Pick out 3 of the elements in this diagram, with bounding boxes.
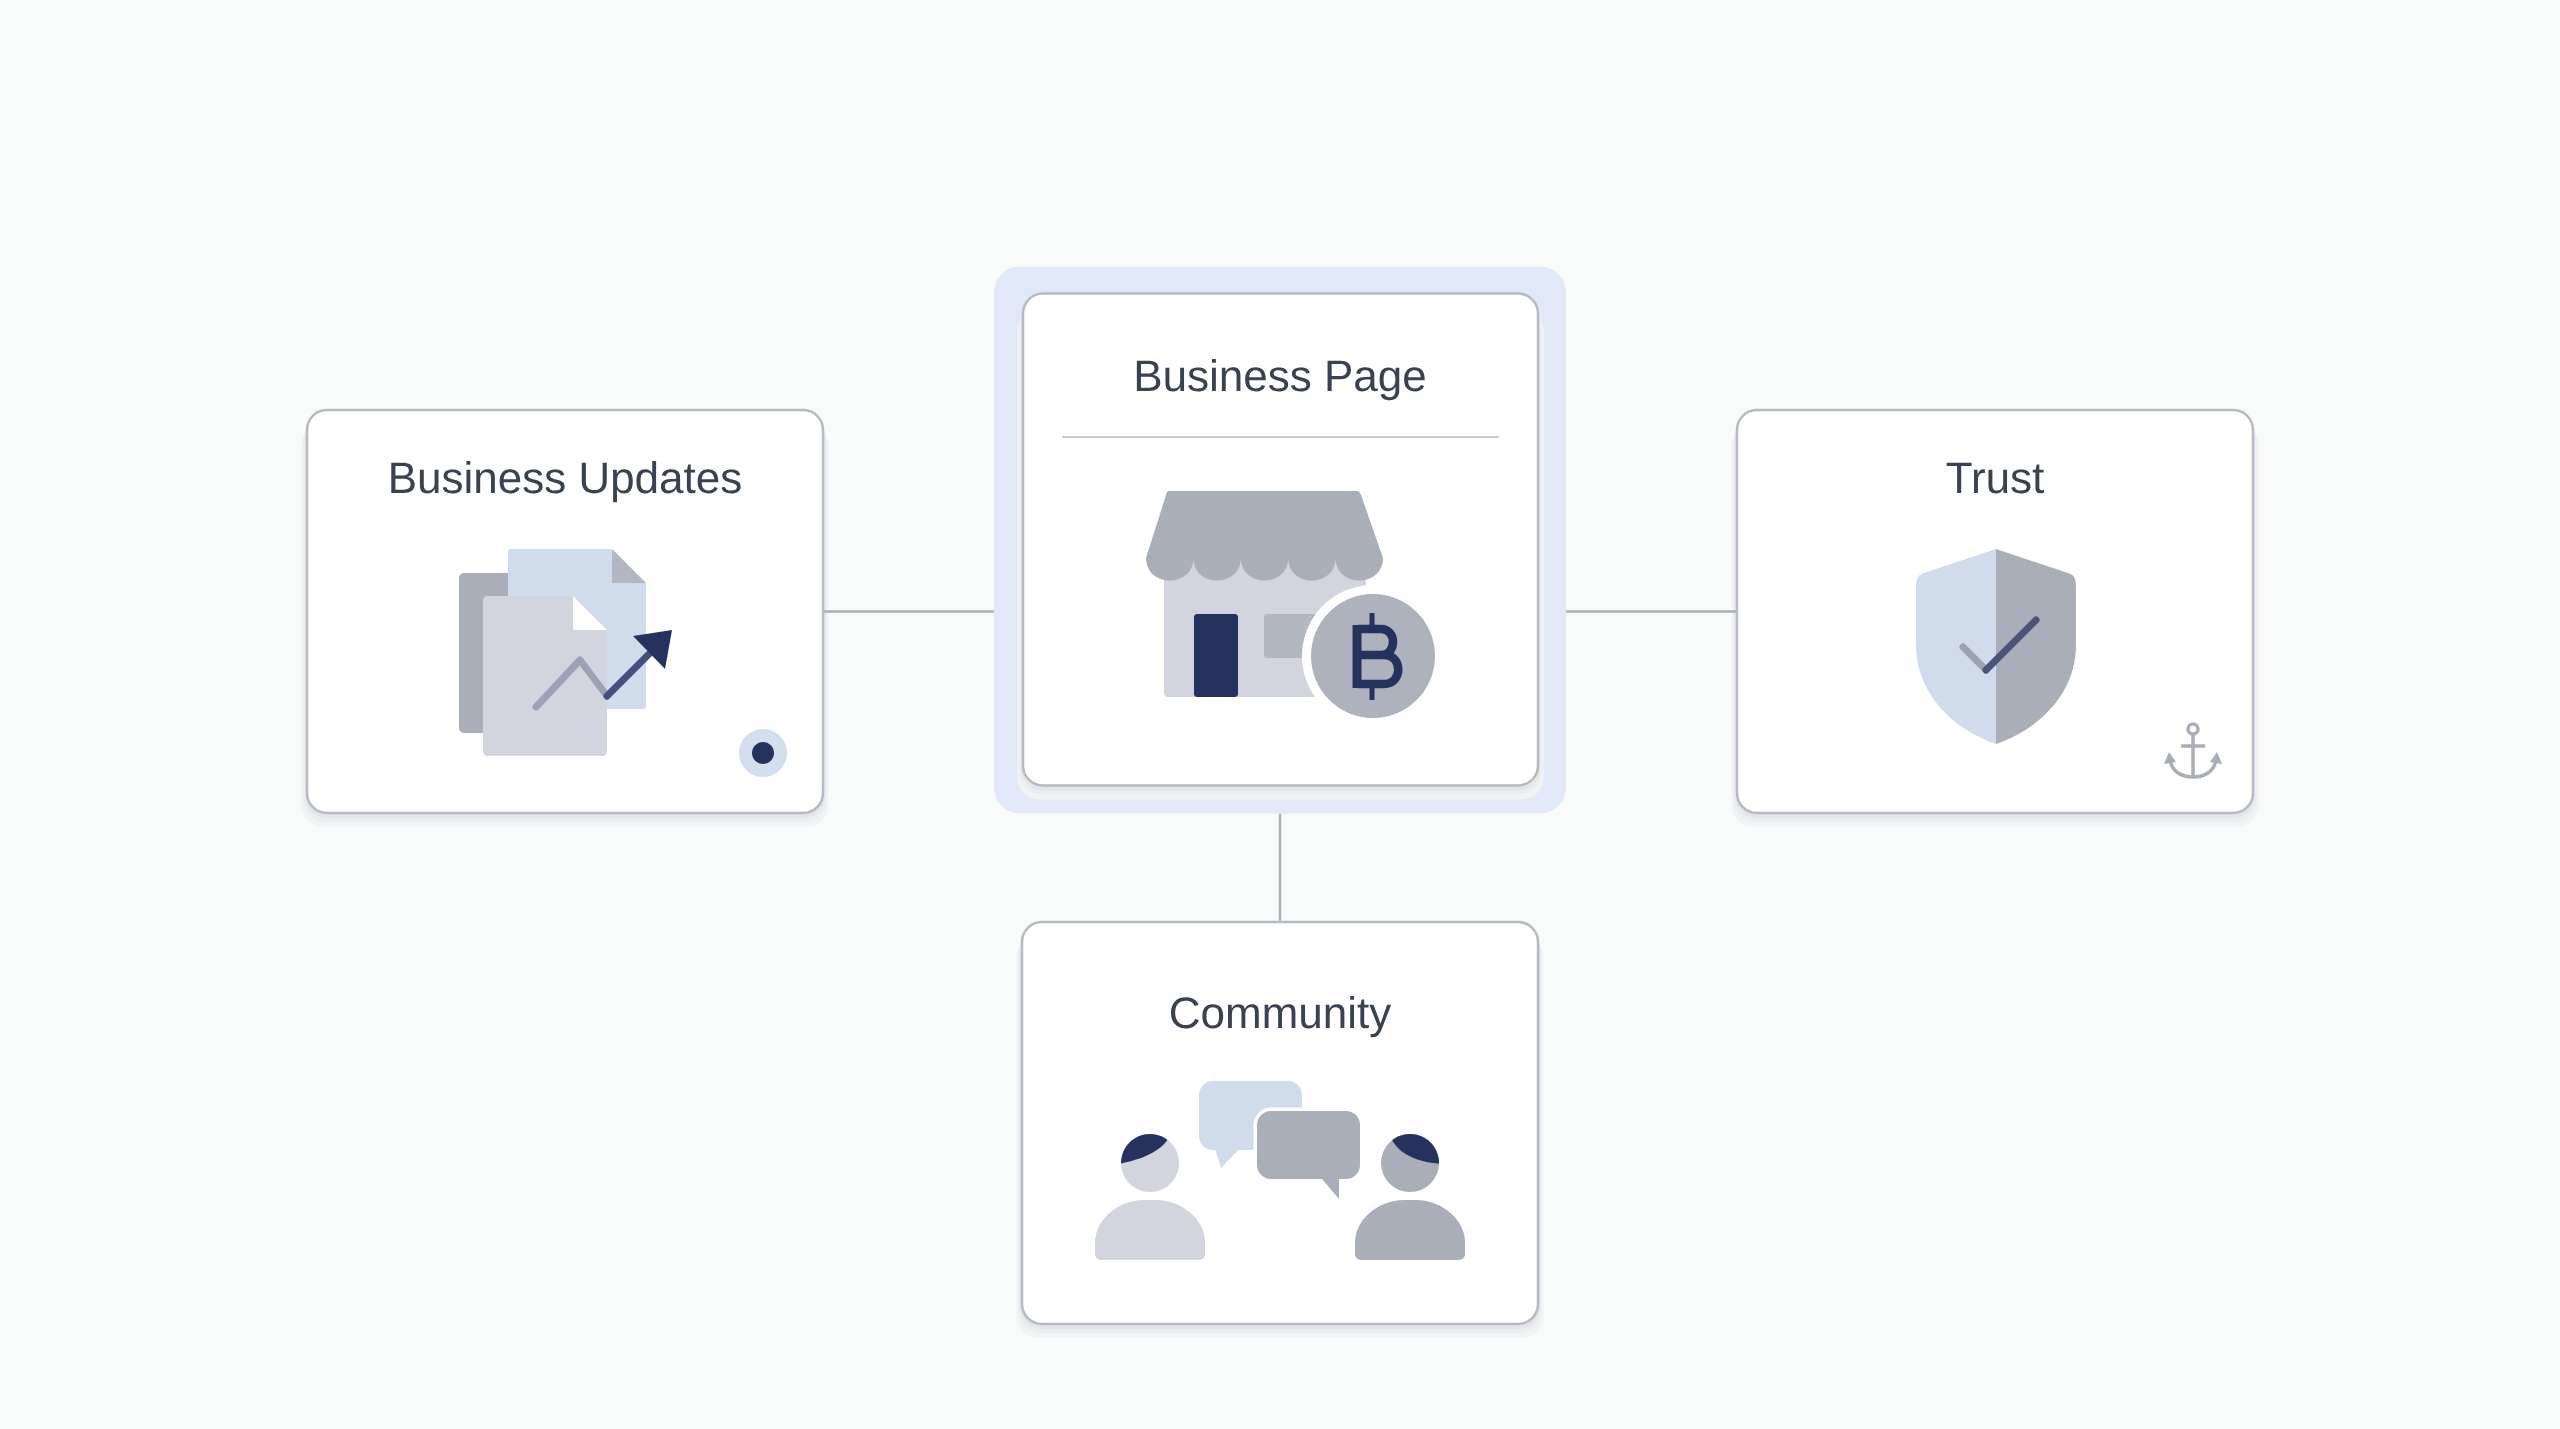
- connector-line: [824, 610, 994, 613]
- connector-line: [1278, 813, 1282, 921]
- connector-line: [1566, 610, 1736, 613]
